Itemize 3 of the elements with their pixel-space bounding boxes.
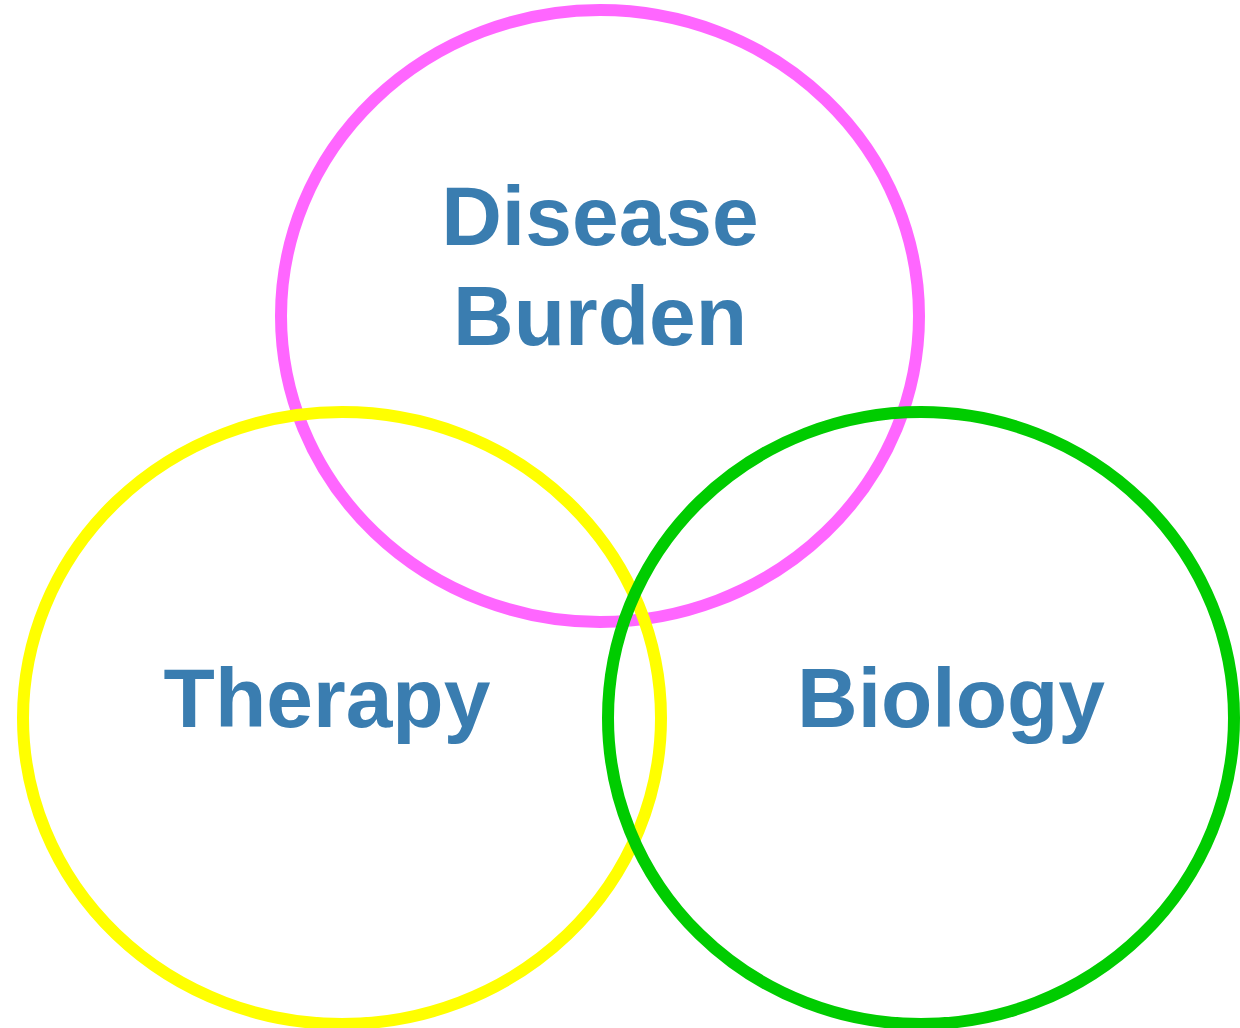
circle-label: Therapy bbox=[162, 650, 492, 747]
circle-label: Disease Burden bbox=[440, 168, 760, 365]
circle-label: Biology bbox=[796, 650, 1106, 747]
